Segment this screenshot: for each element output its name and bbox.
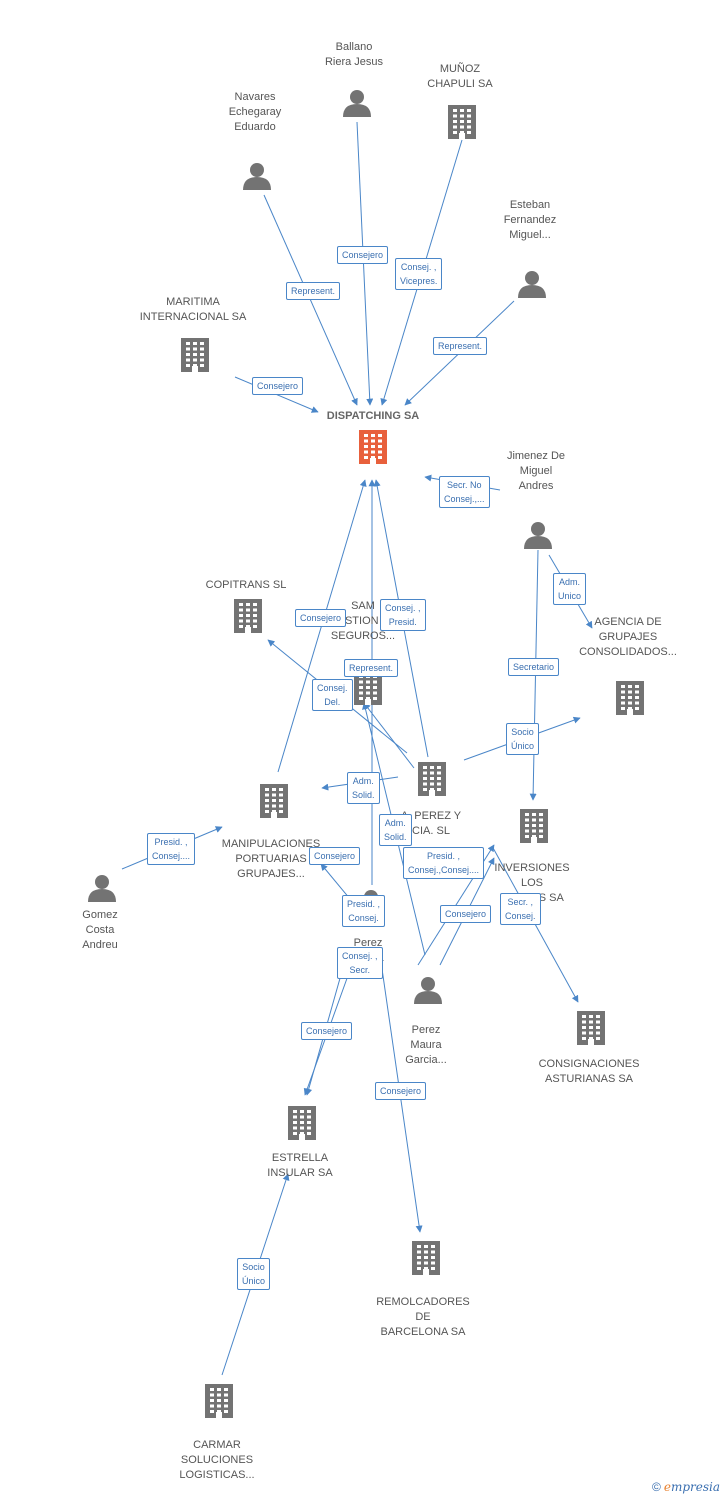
building-icon xyxy=(412,1241,440,1275)
person-label[interactable]: Ballano Riera Jesus xyxy=(324,41,384,68)
edge-label: Consejero xyxy=(301,1022,353,1040)
edge-label: Adm. Solid. xyxy=(347,772,380,804)
main-company-label[interactable]: DISPATCHING SA xyxy=(326,410,420,422)
person-icon xyxy=(343,90,371,117)
building-icon xyxy=(181,338,209,372)
edge-label: Secr. No Consej.,... xyxy=(439,476,490,508)
edge-label: Consej. , Secr. xyxy=(337,947,383,979)
edge-label: Consejero xyxy=(375,1082,427,1100)
edge-label: Presid. , Consej. xyxy=(342,895,386,927)
company-label[interactable]: MANIPULACIONES PORTUARIAS GRUPAJES... xyxy=(221,838,321,880)
edge-line xyxy=(263,194,358,406)
person-label[interactable]: Esteban Fernandez Miguel... xyxy=(503,199,557,241)
edge-label: Socio Único xyxy=(237,1258,271,1290)
person-icon xyxy=(518,271,546,298)
building-icon xyxy=(234,599,262,633)
company-label[interactable]: MUÑOZ CHAPULI SA xyxy=(427,63,493,90)
edge-label: Represent. xyxy=(286,282,341,300)
person-icon xyxy=(524,522,552,549)
building-icon xyxy=(520,809,548,843)
edge-label: Consej. , Vicepres. xyxy=(395,258,443,290)
person-icon xyxy=(414,977,442,1004)
edge-label: Adm. Unico xyxy=(553,573,587,605)
building-icon xyxy=(577,1011,605,1045)
edge-label: Consej. Del. xyxy=(312,679,353,711)
edge-label: Consejero xyxy=(252,377,304,395)
person-label[interactable]: Gomez Costa Andreu xyxy=(82,909,118,951)
company-label[interactable]: CONSIGNACIONES ASTURIANAS SA xyxy=(538,1058,640,1085)
person-label[interactable]: Perez Maura Garcia... xyxy=(405,1024,447,1066)
main-company-icon xyxy=(359,430,387,464)
edge-label: Presid. , Consej.... xyxy=(147,833,196,865)
company-label[interactable]: SAM GESTION DE SEGUROS... xyxy=(329,600,397,642)
person-label[interactable]: Navares Echegaray Eduardo xyxy=(228,91,282,133)
edge-label: Presid. , Consej.,Consej.... xyxy=(403,847,485,879)
edge-label: Secretario xyxy=(508,658,560,676)
person-icon xyxy=(243,163,271,190)
person-label[interactable]: Jimenez De Miguel Andres xyxy=(506,450,566,492)
empresia-logo: ©empresia xyxy=(651,1480,720,1494)
company-label[interactable]: REMOLCADORES DE BARCELONA SA xyxy=(376,1296,470,1338)
edge-label: Consejero xyxy=(309,847,361,865)
company-label[interactable]: CARMAR SOLUCIONES LOGISTICAS... xyxy=(179,1439,255,1481)
edge-label: Secr. , Consej. xyxy=(500,893,541,925)
building-icon xyxy=(448,105,476,139)
company-label[interactable]: MARITIMA INTERNACIONAL SA xyxy=(139,296,247,323)
edge-label: Consejero xyxy=(337,246,389,264)
person-icon xyxy=(88,875,116,902)
building-icon xyxy=(288,1106,316,1140)
edge-label: Socio Único xyxy=(506,723,540,755)
edge-label: Consejero xyxy=(440,905,492,923)
edge-label: Represent. xyxy=(344,659,399,677)
edge-label: Consej. , Presid. xyxy=(380,599,426,631)
company-label[interactable]: COPITRANS SL xyxy=(205,579,287,591)
edge-label: Represent. xyxy=(433,337,488,355)
building-icon xyxy=(616,681,644,715)
building-icon xyxy=(418,762,446,796)
building-icon xyxy=(260,784,288,818)
company-label[interactable]: AGENCIA DE GRUPAJES CONSOLIDADOS... xyxy=(579,616,677,658)
company-label[interactable]: ESTRELLA INSULAR SA xyxy=(267,1152,333,1179)
edge-label: Consejero xyxy=(295,609,347,627)
building-icon xyxy=(205,1384,233,1418)
edge-label: Adm. Solid. xyxy=(379,814,412,846)
